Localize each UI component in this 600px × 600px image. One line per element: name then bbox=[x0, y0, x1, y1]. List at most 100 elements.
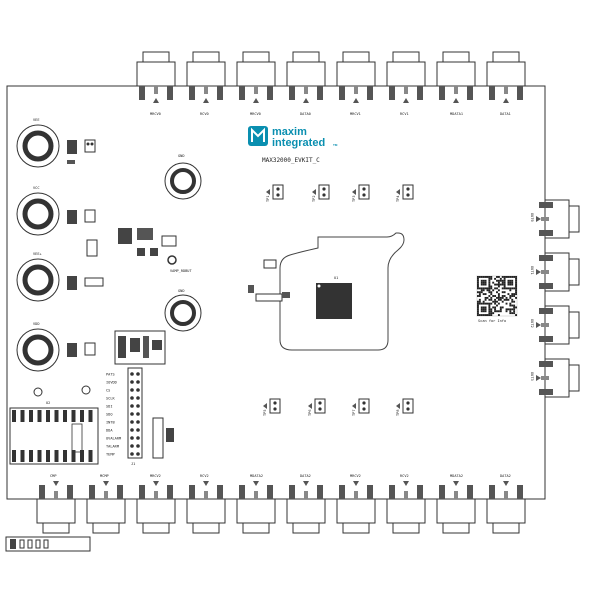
qr-module bbox=[477, 277, 479, 280]
qr-module bbox=[513, 306, 516, 309]
connector-body bbox=[236, 498, 276, 524]
qr-module bbox=[503, 277, 506, 280]
qr-module bbox=[477, 287, 479, 290]
qr-module bbox=[515, 306, 517, 309]
test-point-label: TP1 bbox=[266, 196, 270, 203]
qr-module bbox=[511, 276, 514, 278]
connector-pin bbox=[404, 86, 408, 94]
u2-pin bbox=[80, 410, 84, 422]
pin-arrow-icon bbox=[53, 481, 59, 486]
connector-leg bbox=[217, 86, 223, 100]
header-pin-icon bbox=[130, 372, 134, 376]
qr-module bbox=[511, 298, 514, 301]
qr-module bbox=[497, 310, 500, 313]
qr-module bbox=[511, 287, 514, 290]
connector-leg bbox=[539, 308, 553, 314]
qr-module bbox=[501, 295, 504, 297]
qr-module bbox=[503, 295, 506, 297]
pin-arrow-icon bbox=[253, 481, 259, 486]
header-pin-icon bbox=[130, 412, 134, 416]
smd-part bbox=[84, 139, 96, 153]
qr-module bbox=[482, 281, 485, 284]
smd-part bbox=[118, 336, 126, 358]
qr-module bbox=[477, 302, 479, 305]
qr-module bbox=[515, 279, 517, 282]
u1-support-parts bbox=[248, 259, 290, 302]
header-j1 bbox=[127, 367, 143, 459]
connector-body bbox=[136, 498, 176, 524]
header-pin-icon bbox=[130, 380, 134, 384]
qr-module bbox=[499, 308, 502, 311]
qr-module bbox=[501, 306, 504, 309]
qr-module bbox=[511, 279, 514, 282]
connector-leg bbox=[239, 86, 245, 100]
connector-barrel bbox=[292, 51, 320, 63]
connector-pin bbox=[504, 491, 508, 499]
test-hole-icon bbox=[33, 387, 43, 397]
qr-module bbox=[484, 308, 487, 311]
header-pin-icon bbox=[136, 380, 140, 384]
qr-module bbox=[484, 293, 487, 296]
test-point-body bbox=[402, 184, 414, 200]
header-pin-label: SDO bbox=[106, 413, 113, 417]
connector-leg bbox=[317, 485, 323, 499]
connector-leg bbox=[417, 485, 423, 499]
sma-connector-top: RCV0 bbox=[186, 51, 226, 116]
pin-arrow-icon bbox=[536, 322, 541, 328]
via-icon bbox=[273, 407, 277, 411]
edge-stub-pin bbox=[19, 539, 25, 549]
connector-body bbox=[286, 61, 326, 87]
qr-module bbox=[509, 289, 512, 292]
header-pin-icon bbox=[136, 404, 140, 408]
qr-module bbox=[484, 296, 487, 299]
qr-module bbox=[515, 314, 517, 316]
header-pin-icon bbox=[130, 452, 134, 456]
connector-leg bbox=[267, 485, 273, 499]
smd-part bbox=[161, 235, 177, 247]
qr-module bbox=[477, 281, 479, 284]
u2-pin bbox=[54, 410, 59, 422]
qr-module bbox=[480, 289, 483, 292]
qr-module bbox=[509, 279, 512, 282]
connector-body bbox=[486, 498, 526, 524]
qr-module bbox=[513, 304, 516, 307]
qr-module bbox=[503, 285, 506, 288]
sma-connector-top: RCV1 bbox=[386, 51, 426, 116]
qr-module bbox=[477, 314, 479, 316]
qr-module bbox=[484, 276, 487, 278]
pin-arrow-icon bbox=[503, 98, 509, 103]
pin-arrow-icon bbox=[103, 481, 109, 486]
qr-module bbox=[497, 295, 500, 297]
connector-barrel bbox=[192, 51, 220, 63]
connector-label-top: MRCV0 bbox=[250, 112, 261, 116]
smd-part bbox=[84, 342, 96, 356]
smd-part bbox=[143, 336, 149, 358]
header-pin-icon bbox=[130, 444, 134, 448]
qr-module bbox=[477, 306, 479, 309]
via-icon bbox=[318, 407, 322, 411]
qr-module bbox=[490, 276, 493, 278]
gnd-pad-top: GND bbox=[164, 154, 202, 200]
qr-module bbox=[513, 295, 516, 297]
qr-module bbox=[501, 276, 504, 278]
u2-pin bbox=[63, 450, 67, 462]
qr-module bbox=[482, 300, 485, 303]
qr-module bbox=[478, 295, 481, 297]
qr-module bbox=[492, 300, 495, 303]
header-pin-icon bbox=[136, 388, 140, 392]
qr-module bbox=[503, 291, 506, 294]
qr-module bbox=[501, 281, 504, 284]
test-point-label: TP6 bbox=[308, 410, 312, 417]
smd-part bbox=[255, 293, 283, 302]
qr-module bbox=[515, 293, 517, 296]
qr-module bbox=[490, 293, 493, 296]
connector-body bbox=[436, 61, 476, 87]
sma-connector-bottom: RCV2 bbox=[186, 474, 226, 534]
qr-module bbox=[482, 279, 485, 282]
qr-module bbox=[480, 281, 483, 284]
header-pin-icon bbox=[136, 452, 140, 456]
smd-part bbox=[137, 248, 145, 256]
qr-module bbox=[480, 279, 483, 282]
qr-module bbox=[482, 276, 485, 278]
